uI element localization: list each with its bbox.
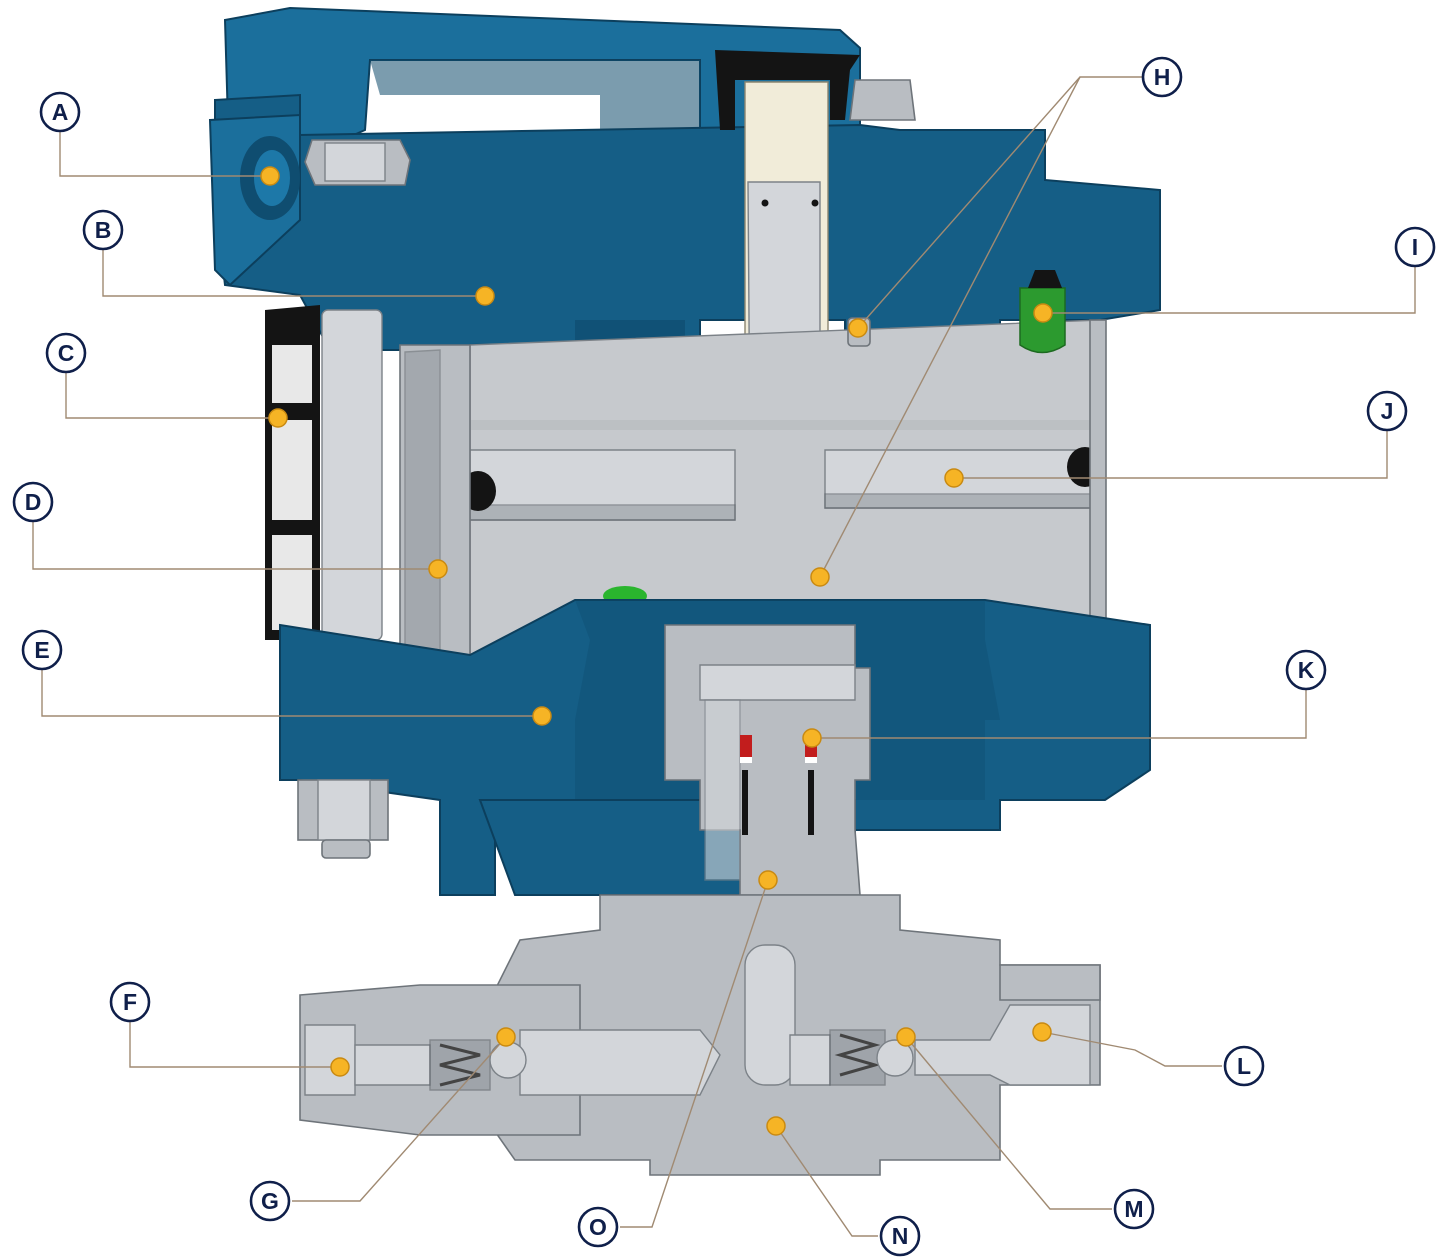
leader-lines [32,76,1416,1237]
marker-O [758,870,778,890]
callout-H-label: H [1154,64,1171,90]
callout-G: G [249,1180,291,1222]
marker-K [802,728,822,748]
callout-A: A [39,91,81,133]
callout-K: K [1285,649,1327,691]
leader-A [59,115,270,177]
callout-N-label: N [892,1223,909,1249]
cylinder [265,270,1107,661]
leader-I [1043,247,1416,314]
leader-C [65,355,278,419]
marker-I [1033,303,1053,323]
callout-D-label: D [25,489,42,515]
callout-O: O [577,1206,619,1248]
callout-I: I [1394,226,1436,268]
marker-F [330,1057,350,1077]
callout-K-label: K [1298,657,1315,683]
callout-O-label: O [589,1214,607,1240]
marker-G [496,1027,516,1047]
callouts: A B C D E F G H [12,56,1436,1257]
leader-O [620,879,769,1228]
callout-G-label: G [261,1188,279,1214]
callout-J: J [1366,390,1408,432]
callout-E-label: E [34,637,49,663]
marker-dots [260,166,1053,1136]
leader-F [129,1004,340,1068]
valve-body [299,894,1101,1176]
bonnet [664,624,871,896]
callout-D: D [12,481,54,523]
callout-H: H [1141,56,1183,98]
marker-A [260,166,280,186]
marker-H2 [810,567,830,587]
leader-E [41,652,542,717]
leader-K [812,671,1307,739]
callout-M-label: M [1124,1196,1143,1222]
callout-L-label: L [1237,1053,1251,1079]
leader-G [292,1036,507,1202]
marker-J [944,468,964,488]
callout-E: E [21,629,63,671]
callout-A-label: A [52,99,69,125]
marker-M [896,1027,916,1047]
callout-M: M [1113,1188,1155,1230]
marker-E [532,706,552,726]
leader-N [775,1125,878,1237]
callout-B-label: B [95,217,112,243]
callout-B: B [82,209,124,251]
upper-housing [208,6,1161,351]
marker-H1 [848,318,868,338]
leader-J [954,412,1388,479]
leader-B [102,232,485,297]
callout-I-label: I [1412,234,1418,260]
leader-M [905,1036,1112,1210]
leader-L [1041,1031,1222,1067]
callout-F-label: F [123,989,137,1015]
marker-L [1032,1022,1052,1042]
leader-H2 [819,76,1081,578]
marker-D [428,559,448,579]
callout-N: N [879,1215,921,1257]
marker-C [268,408,288,428]
callout-L: L [1223,1045,1265,1087]
callout-C: C [45,332,87,374]
callout-C-label: C [58,340,75,366]
callout-F: F [109,981,151,1023]
callout-J-label: J [1381,398,1394,424]
leader-D [32,505,438,570]
marker-N [766,1116,786,1136]
marker-B [475,286,495,306]
